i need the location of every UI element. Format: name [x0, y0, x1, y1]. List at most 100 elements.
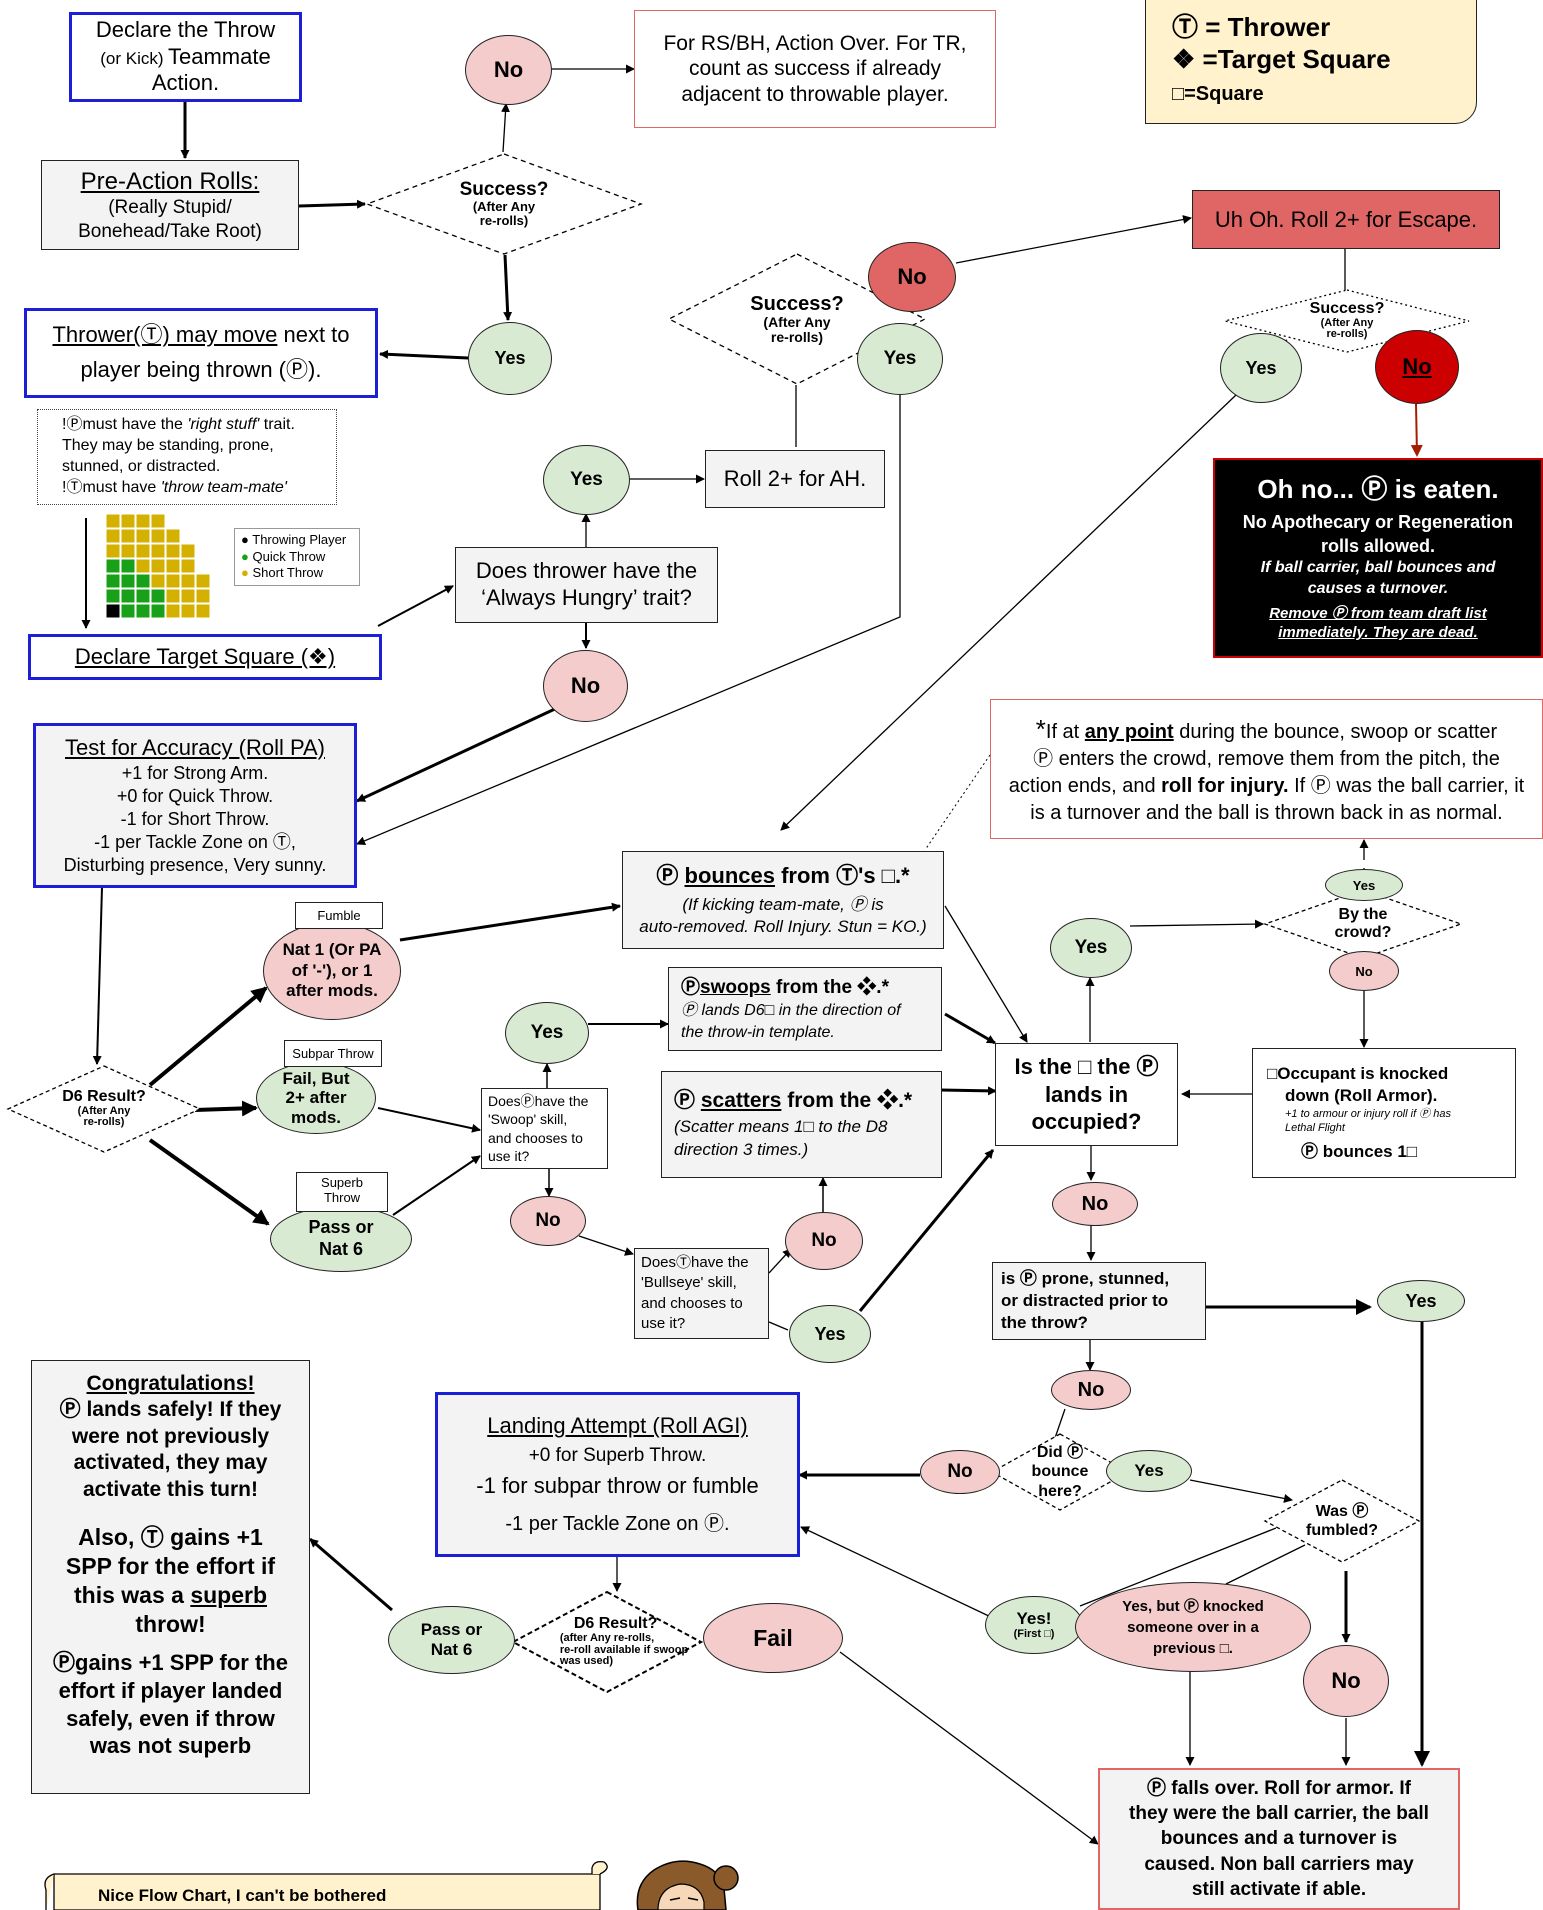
- legend-target: ❖ =Target Square: [1172, 43, 1391, 74]
- success-3-title: Success?: [1309, 300, 1385, 318]
- was-fumbled-l1: Was Ⓟ: [1315, 1502, 1369, 1520]
- superb-tag-l1: Superb: [321, 1175, 363, 1190]
- requirements-note: !Ⓟmust have the 'right stuff' trait. The…: [37, 409, 337, 505]
- yes-oval-escape: Yes: [1220, 333, 1302, 403]
- landing-title: Landing Attempt (Roll AGI): [487, 1413, 748, 1439]
- eaten-line4: causes a turnover.: [1307, 579, 1449, 597]
- bullseye-q-l2: 'Bullseye' skill,: [641, 1274, 737, 1292]
- congrats-box: Congratulations! Ⓟ lands safely! If they…: [31, 1360, 310, 1794]
- pre-action-box: Pre-Action Rolls: (Really Stupid/ Bonehe…: [41, 160, 299, 250]
- congrats-l9: Ⓟgains +1 SPP for the: [53, 1650, 288, 1676]
- success-1-title: Success?: [459, 179, 549, 201]
- req-l3: stunned, or distracted.: [62, 458, 221, 475]
- action-over-box: For RS/BH, Action Over. For TR, count as…: [634, 10, 996, 128]
- range-legend-throwing: Throwing Player: [252, 531, 347, 547]
- no-oval-hungry: No: [543, 650, 628, 722]
- swoops-rest: from the ❖.*: [770, 976, 889, 998]
- congrats-l3: activated, they may: [73, 1451, 268, 1475]
- was-fumbled-l2: fumbled?: [1306, 1522, 1378, 1539]
- crowd-note-h: is a turnover and the ball is thrown bac…: [1030, 801, 1503, 824]
- swoop-question-box: DoesⓅhave the 'Swoop' skill, and chooses…: [481, 1088, 608, 1169]
- eaten-line2: rolls allowed.: [1320, 535, 1436, 556]
- d6-landing-s1: (after Any re-rolls,: [559, 1632, 655, 1645]
- landing-l1: +0 for Superb Throw.: [528, 1445, 707, 1467]
- swoops-l2: the throw-in template.: [681, 1023, 835, 1041]
- no-oval-bullseye: No: [785, 1212, 863, 1270]
- occupied-l3: occupied?: [1031, 1109, 1142, 1135]
- accuracy-l5: Disturbing presence, Very sunny.: [63, 855, 327, 876]
- subpar-tag: Subpar Throw: [284, 1040, 382, 1067]
- occupied-l2: lands in: [1044, 1081, 1129, 1107]
- declare-throw-box: Declare the Throw (or Kick) Teammate Act…: [69, 12, 302, 102]
- scatters-l1: (Scatter means 1□ to the D8: [674, 1116, 888, 1136]
- no-oval-prone: No: [1051, 1370, 1131, 1410]
- scatters-l2: direction 3 times.): [674, 1139, 809, 1159]
- declare-target-box: Declare Target Square (❖): [28, 634, 382, 680]
- eaten-line1: No Apothecary or Regeneration: [1242, 512, 1514, 533]
- congrats-l7b: superb: [190, 1582, 267, 1609]
- success-diamond-1: Success? (After Any re-rolls): [365, 152, 643, 256]
- pass-nat6-oval: Pass or Nat 6: [388, 1606, 515, 1674]
- swoop-q-l3: and chooses to: [488, 1129, 583, 1146]
- accuracy-box: Test for Accuracy (Roll PA) +1 for Stron…: [33, 723, 357, 888]
- subpar-l1: Fail, But: [282, 1068, 350, 1088]
- req-l1b: 'right stuff': [187, 416, 260, 434]
- legend-square: □=Square: [1172, 82, 1264, 105]
- range-grid-image: [106, 514, 211, 619]
- crowd-note-g: If Ⓟ was the ball carrier, it: [1288, 774, 1525, 797]
- by-crowd-diamond: By the crowd?: [1263, 888, 1463, 960]
- req-l4a: !Ⓣmust have: [62, 478, 161, 496]
- scatters-p: Ⓟ: [674, 1089, 701, 1113]
- congrats-l1: Ⓟ lands safely! If they: [59, 1398, 282, 1422]
- d6-result-title: D6 Result?: [62, 1088, 146, 1106]
- accuracy-l1: +1 for Strong Arm.: [121, 763, 269, 783]
- no-oval-ah-fail: No: [868, 242, 956, 312]
- congrats-l4: activate this turn!: [82, 1477, 259, 1501]
- crowd-note-d: Ⓟ enters the crowd, remove them from the…: [1033, 748, 1500, 771]
- scroll-shape: [44, 1860, 608, 1910]
- always-hungry-line1: Does thrower have the: [475, 558, 698, 584]
- occupant-l4: Lethal Flight: [1285, 1122, 1345, 1135]
- swoops-p: Ⓟ: [681, 976, 701, 998]
- d6-result-sub1: (After Any: [77, 1104, 131, 1117]
- fumble-l3: after mods.: [286, 981, 378, 1001]
- yes-oval-prone: Yes: [1377, 1280, 1465, 1322]
- success-1-sub2: re-rolls): [479, 212, 529, 228]
- eaten-box: Oh no... Ⓟ is eaten. No Apothecary or Re…: [1213, 458, 1543, 658]
- scatters-box: Ⓟ scatters from the ❖.* (Scatter means 1…: [661, 1071, 942, 1178]
- d6-result-diamond: D6 Result? (After Any re-rolls): [6, 1064, 202, 1154]
- pass-nat6-l2: Nat 6: [430, 1640, 473, 1659]
- yes-knocked-l2: someone over in a: [1127, 1618, 1259, 1636]
- yes-oval-occupied: Yes: [1050, 918, 1132, 978]
- accuracy-l4: -1 per Tackle Zone on Ⓣ,: [94, 832, 296, 853]
- range-legend: ● Throwing Player ● Quick Throw ● Short …: [234, 528, 360, 586]
- success-2-sub2: re-rolls): [770, 328, 824, 345]
- landing-l3: -1 per Tackle Zone on Ⓟ.: [505, 1512, 730, 1535]
- d6-landing-diamond: D6 Result? (after Any re-rolls, re-roll …: [511, 1590, 703, 1694]
- did-bounce-l3: here?: [1038, 1482, 1082, 1500]
- legend-box: Ⓣ = Thrower ❖ =Target Square □=Square: [1145, 0, 1477, 124]
- no-oval-crowd: No: [1329, 951, 1399, 991]
- superb-l2: Nat 6: [318, 1239, 363, 1259]
- declare-throw-line2: Teammate: [168, 43, 271, 69]
- swoops-box: Ⓟswoops from the ❖.* Ⓟ lands D6□ in the …: [668, 967, 942, 1051]
- yes-first-oval: Yes! (First □): [985, 1596, 1083, 1654]
- congrats-title: Congratulations!: [86, 1372, 255, 1395]
- roll-ah-label: Roll 2+ for AH.: [723, 466, 867, 491]
- success-2-title: Success?: [750, 292, 844, 315]
- no-escape-label: No: [1402, 354, 1432, 379]
- by-crowd-l1: By the: [1338, 905, 1388, 923]
- superb-l1: Pass or: [308, 1217, 374, 1238]
- yes-oval-ah-success: Yes: [857, 323, 943, 395]
- req-l2: They may be standing, prone,: [62, 437, 274, 455]
- no-oval-escape: No: [1375, 330, 1459, 404]
- scatters-title: scatters: [700, 1089, 782, 1113]
- declare-throw-small: (or Kick): [100, 48, 164, 68]
- req-l1a: !Ⓟmust have the: [62, 416, 188, 434]
- success-3-sub1: (After Any: [1320, 316, 1374, 329]
- character-illustration: [636, 1860, 739, 1910]
- bounces-title: bounces: [684, 862, 775, 888]
- d6-landing-s3: was used): [559, 1655, 613, 1668]
- bounces-p: Ⓟ: [656, 862, 685, 888]
- congrats-l2: were not previously: [71, 1424, 270, 1448]
